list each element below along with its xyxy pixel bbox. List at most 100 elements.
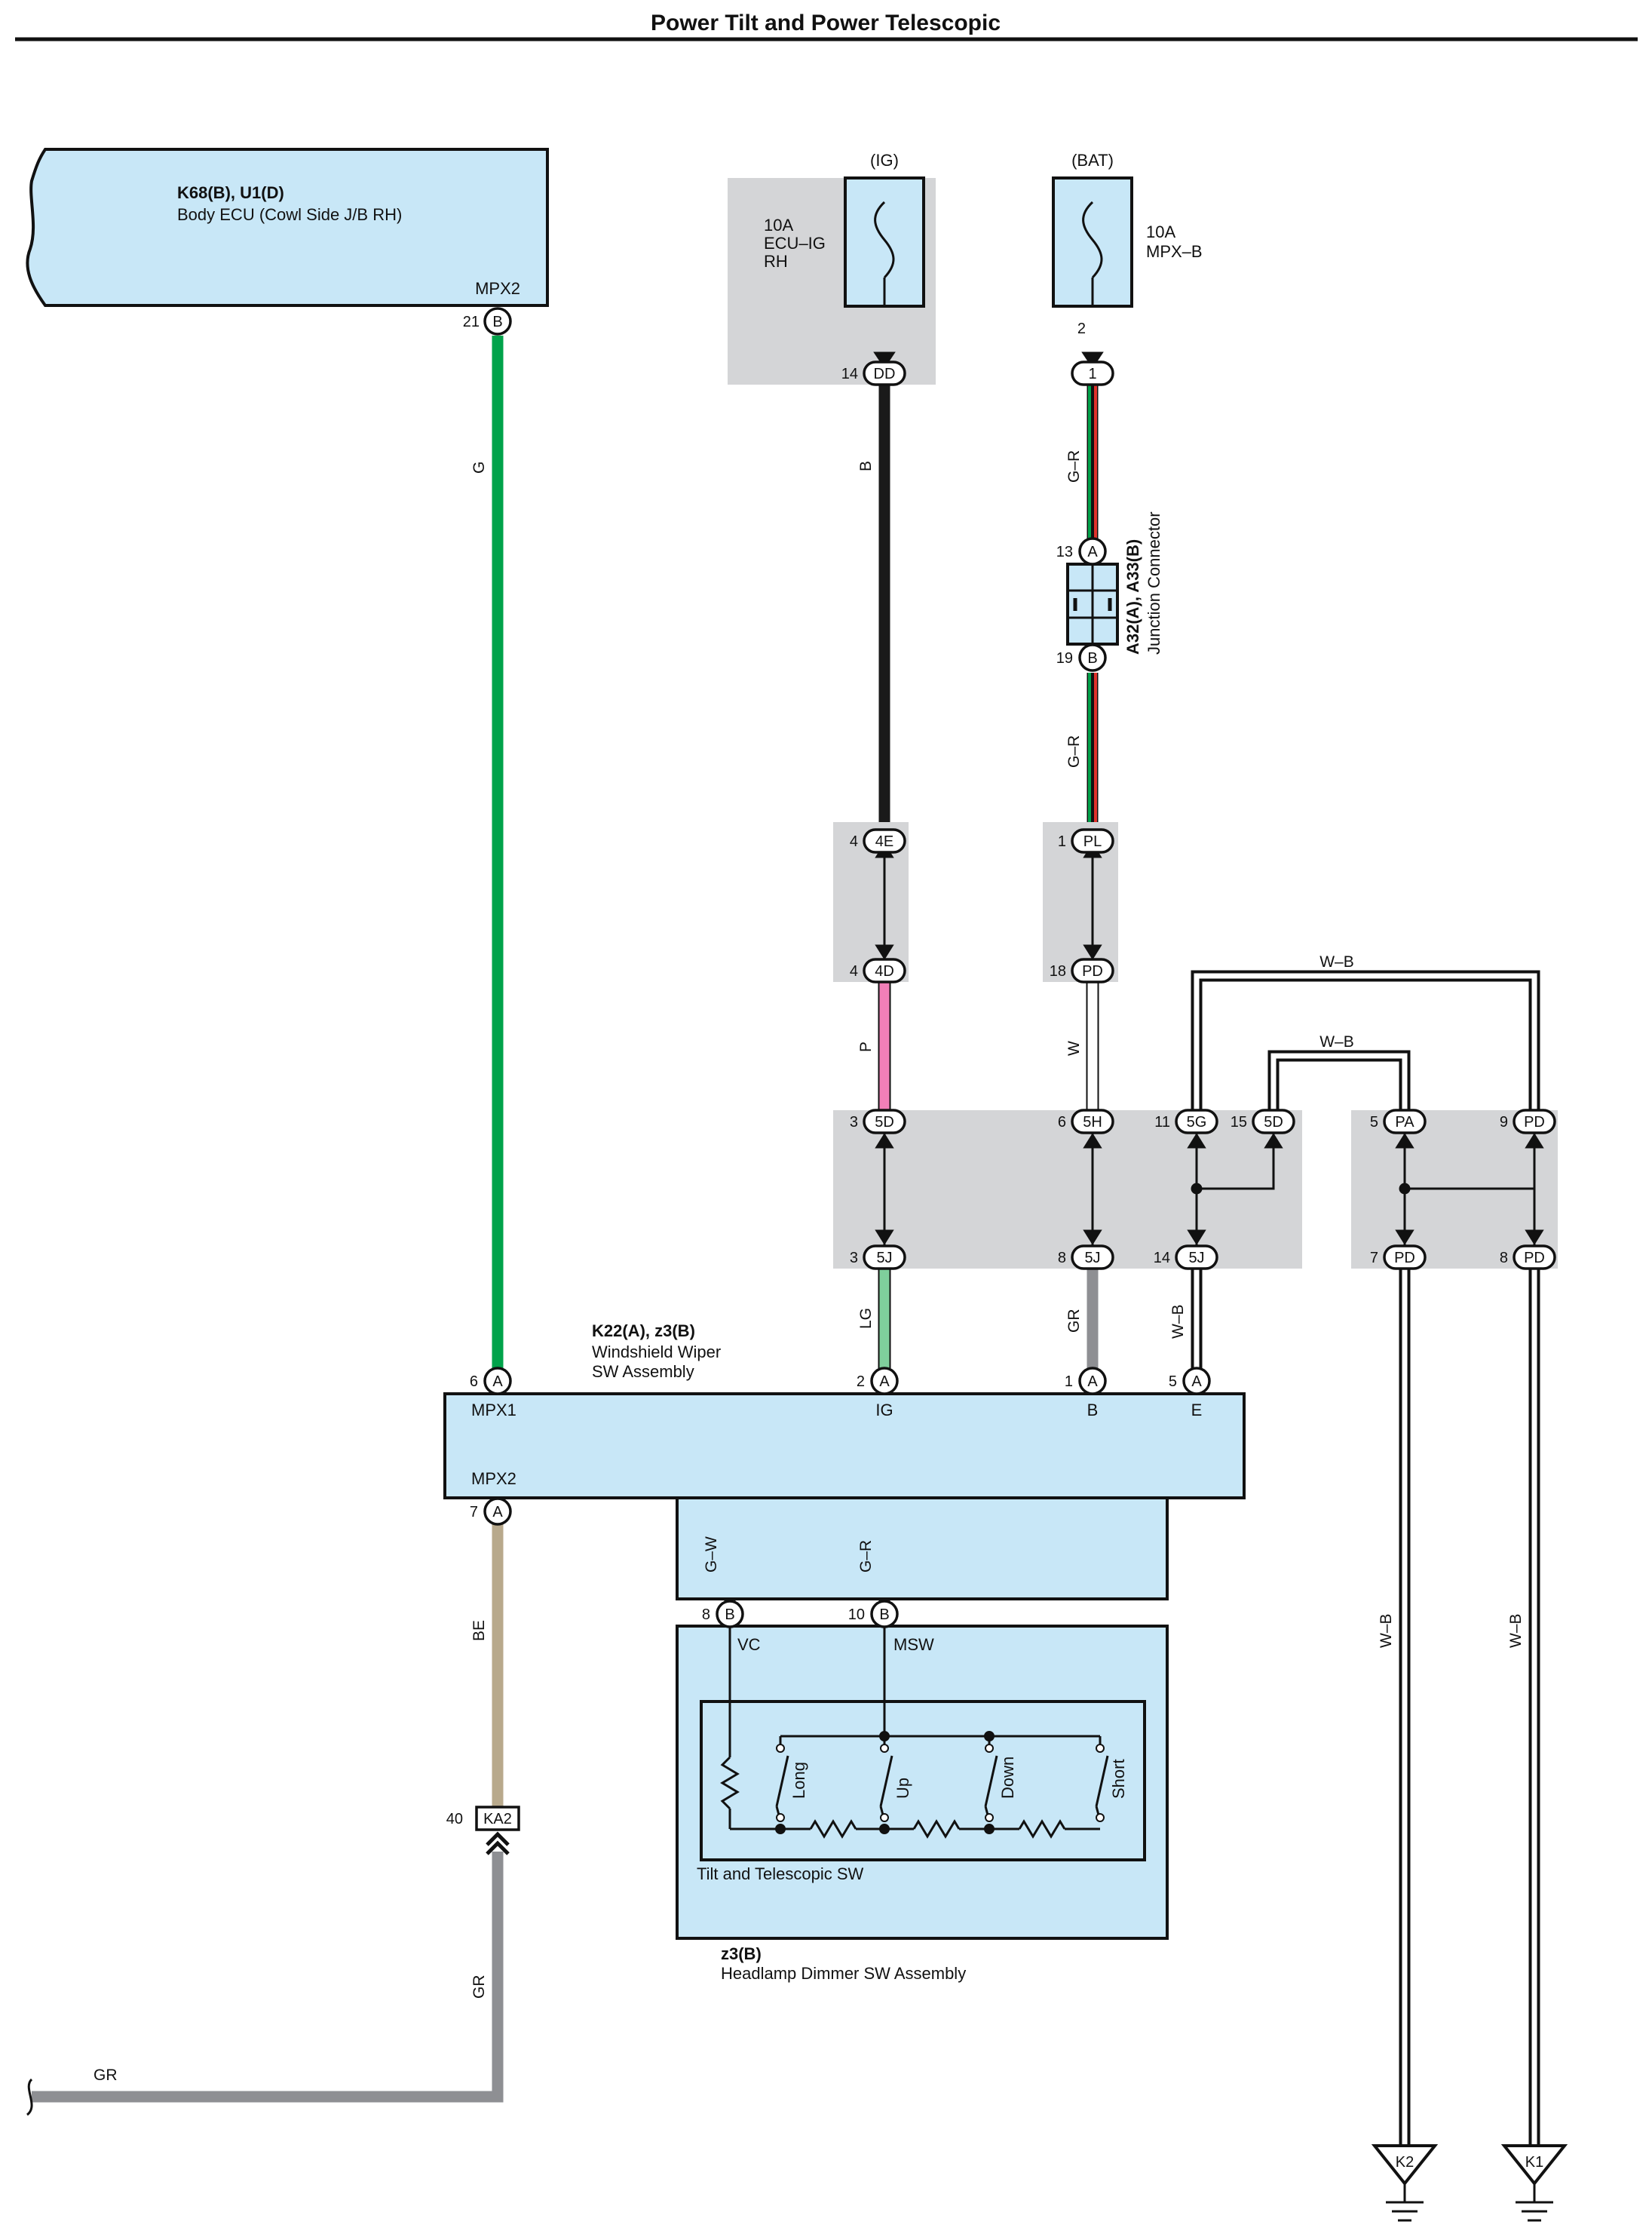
svg-text:8: 8 <box>702 1606 710 1623</box>
connector-ka2-label: KA2 <box>483 1811 512 1827</box>
svg-text:PL: PL <box>1083 833 1102 850</box>
pin-wa7: A 7 <box>470 1497 512 1526</box>
fuse-ig-name-2: RH <box>764 252 788 271</box>
wire-label-g-w: G–W <box>703 1536 720 1573</box>
fuse-ig-name-1: ECU–IG <box>764 234 826 253</box>
svg-text:A: A <box>492 1504 503 1520</box>
svg-text:B: B <box>492 314 502 330</box>
svg-text:7: 7 <box>470 1504 478 1520</box>
pin-hb8: B 8 <box>702 1600 744 1628</box>
pin-5g: 5G 11 <box>1154 1109 1218 1134</box>
jb-links <box>873 351 1544 1248</box>
wire-label-gr-left: GR <box>93 2067 118 2084</box>
svg-text:13: 13 <box>1056 544 1073 560</box>
pin-5d: 5D 3 <box>850 1109 906 1134</box>
svg-text:7: 7 <box>1370 1250 1378 1266</box>
body-ecu-code: K68(B), U1(D) <box>177 183 284 202</box>
junction-connector-code: A32(A), A33(B) <box>1123 539 1142 655</box>
pin-pd18: PD 18 <box>1050 958 1114 983</box>
svg-text:A: A <box>879 1373 890 1390</box>
pin-pd7: PD 7 <box>1370 1244 1427 1270</box>
ground-k1 <box>1500 2144 1568 2222</box>
svg-text:PD: PD <box>1394 1250 1415 1266</box>
connector-ka2-box <box>475 1806 520 1831</box>
svg-text:B: B <box>1087 650 1097 667</box>
body-ecu-box <box>26 148 549 307</box>
wiper-sw-terminal-e: E <box>1191 1401 1203 1419</box>
tilt-sw-terminal-msw: MSW <box>893 1635 934 1654</box>
wire-w-b-mid-loop <box>1267 1050 1411 1110</box>
wire-label-g-r-switch: G–R <box>857 1540 875 1573</box>
wire-label-w-b-k1: W–B <box>1507 1613 1525 1648</box>
svg-text:1: 1 <box>1065 1373 1073 1390</box>
switch-label-short: Short <box>1109 1759 1128 1799</box>
svg-text:6: 6 <box>1058 1114 1066 1131</box>
svg-text:PD: PD <box>1524 1114 1545 1131</box>
svg-text:14: 14 <box>1154 1250 1170 1266</box>
pin-5h: 5H 6 <box>1058 1109 1114 1134</box>
pin-5d-b: 5D 15 <box>1231 1109 1295 1134</box>
svg-text:2: 2 <box>857 1373 865 1390</box>
wire-label-w-b-mid: W–B <box>1319 1033 1354 1051</box>
svg-text:19: 19 <box>1056 650 1073 667</box>
svg-text:4E: 4E <box>875 833 893 850</box>
pin-ja: A 13 <box>1056 537 1107 566</box>
wire-label-be: BE <box>470 1620 488 1641</box>
pin-pl: PL 1 <box>1058 828 1114 854</box>
svg-text:5J: 5J <box>1188 1250 1204 1266</box>
wire-label-g-r-1: G–R <box>1065 450 1083 483</box>
fuse-bat-source: (BAT) <box>1071 151 1114 170</box>
pin-ecu-b: B 21 <box>463 307 512 336</box>
ground-k1-label: K1 <box>1525 2154 1543 2171</box>
svg-text:18: 18 <box>1050 963 1066 980</box>
pin-wa2: A 2 <box>857 1367 899 1395</box>
wiper-sw-terminal-mpx2: MPX2 <box>471 1469 516 1488</box>
svg-text:5D: 5D <box>1264 1114 1283 1131</box>
wire-label-g: G <box>470 462 488 474</box>
wire-g-r-upper <box>1087 385 1099 539</box>
wiper-sw-terminal-mpx1: MPX1 <box>471 1401 516 1419</box>
svg-text:5: 5 <box>1370 1114 1378 1131</box>
fuse-bat-element <box>1082 201 1103 279</box>
svg-text:8: 8 <box>1500 1250 1508 1266</box>
body-ecu-terminal-mpx2: MPX2 <box>475 279 520 298</box>
pin-wa1: A 1 <box>1065 1367 1107 1395</box>
wire-gr-left-break <box>26 2078 33 2116</box>
wire-label-w: W <box>1065 1041 1083 1056</box>
wiper-sw-code: K22(A), z3(B) <box>592 1321 695 1340</box>
pin-pd9: PD 9 <box>1500 1109 1556 1134</box>
pin-hb10: B 10 <box>848 1600 899 1628</box>
svg-text:B: B <box>879 1606 889 1623</box>
svg-text:3: 3 <box>850 1114 858 1131</box>
switch-label-long: Long <box>789 1762 808 1799</box>
svg-text:A: A <box>1087 1373 1098 1390</box>
pin-wa5: A 5 <box>1169 1367 1211 1395</box>
svg-text:8: 8 <box>1058 1250 1066 1266</box>
svg-text:PD: PD <box>1082 963 1103 980</box>
pin-4e: 4E 4 <box>850 828 906 854</box>
pin-wa6: A 6 <box>470 1367 512 1395</box>
svg-text:6: 6 <box>470 1373 478 1390</box>
body-ecu-name: Body ECU (Cowl Side J/B RH) <box>177 205 402 224</box>
pin-5j-a: 5J 3 <box>850 1244 906 1270</box>
svg-text:A: A <box>1087 544 1098 560</box>
page-title: Power Tilt and Power Telescopic <box>651 11 1001 35</box>
svg-text:14: 14 <box>841 366 858 382</box>
headlamp-sw-box <box>676 1625 1169 1940</box>
svg-text:5D: 5D <box>875 1114 894 1131</box>
fuse-bat-name: MPX–B <box>1146 242 1203 261</box>
svg-text:DD: DD <box>874 366 896 382</box>
junction-connector-name: Junction Connector <box>1145 511 1163 655</box>
svg-text:B: B <box>725 1606 734 1623</box>
pin-pa: PA 5 <box>1370 1109 1427 1134</box>
fuse-ig-source: (IG) <box>870 151 899 170</box>
wire-label-w-b-top: W–B <box>1319 953 1354 971</box>
svg-text:4: 4 <box>850 963 858 980</box>
wiper-sw-terminal-b: B <box>1087 1401 1099 1419</box>
connector-ka2-num: 40 <box>446 1811 463 1827</box>
svg-text:PD: PD <box>1524 1250 1545 1266</box>
svg-text:5J: 5J <box>1084 1250 1100 1266</box>
svg-text:11: 11 <box>1154 1114 1170 1131</box>
wire-label-gr-bottom: GR <box>470 1975 488 1999</box>
